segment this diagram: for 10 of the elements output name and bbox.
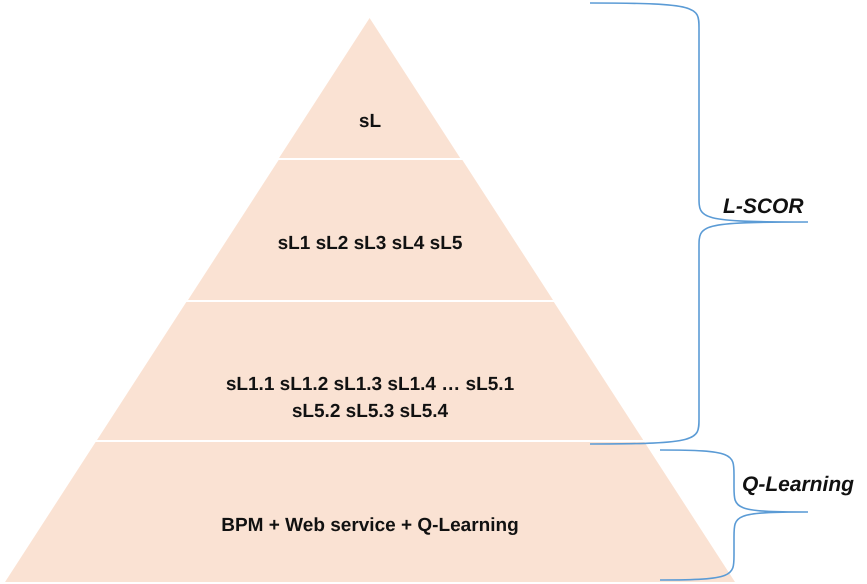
band-text: sL1 sL2 sL3 sL4 sL5 [276,232,464,256]
brace-label: Q-Learning [742,473,854,497]
band-text: sL [358,110,382,134]
pyramid-band [188,160,552,300]
pyramid-top-band [279,18,461,158]
band-text: sL1.1 sL1.2 sL1.3 sL1.4 … sL5.1 sL5.2 sL5.3 sL5.4 [224,373,515,424]
pyramid-band [96,302,644,440]
pyramid-base-band [5,442,735,582]
band-text: BPM + Web service + Q-Learning [220,514,520,538]
brace-label: L-SCOR [723,195,804,219]
